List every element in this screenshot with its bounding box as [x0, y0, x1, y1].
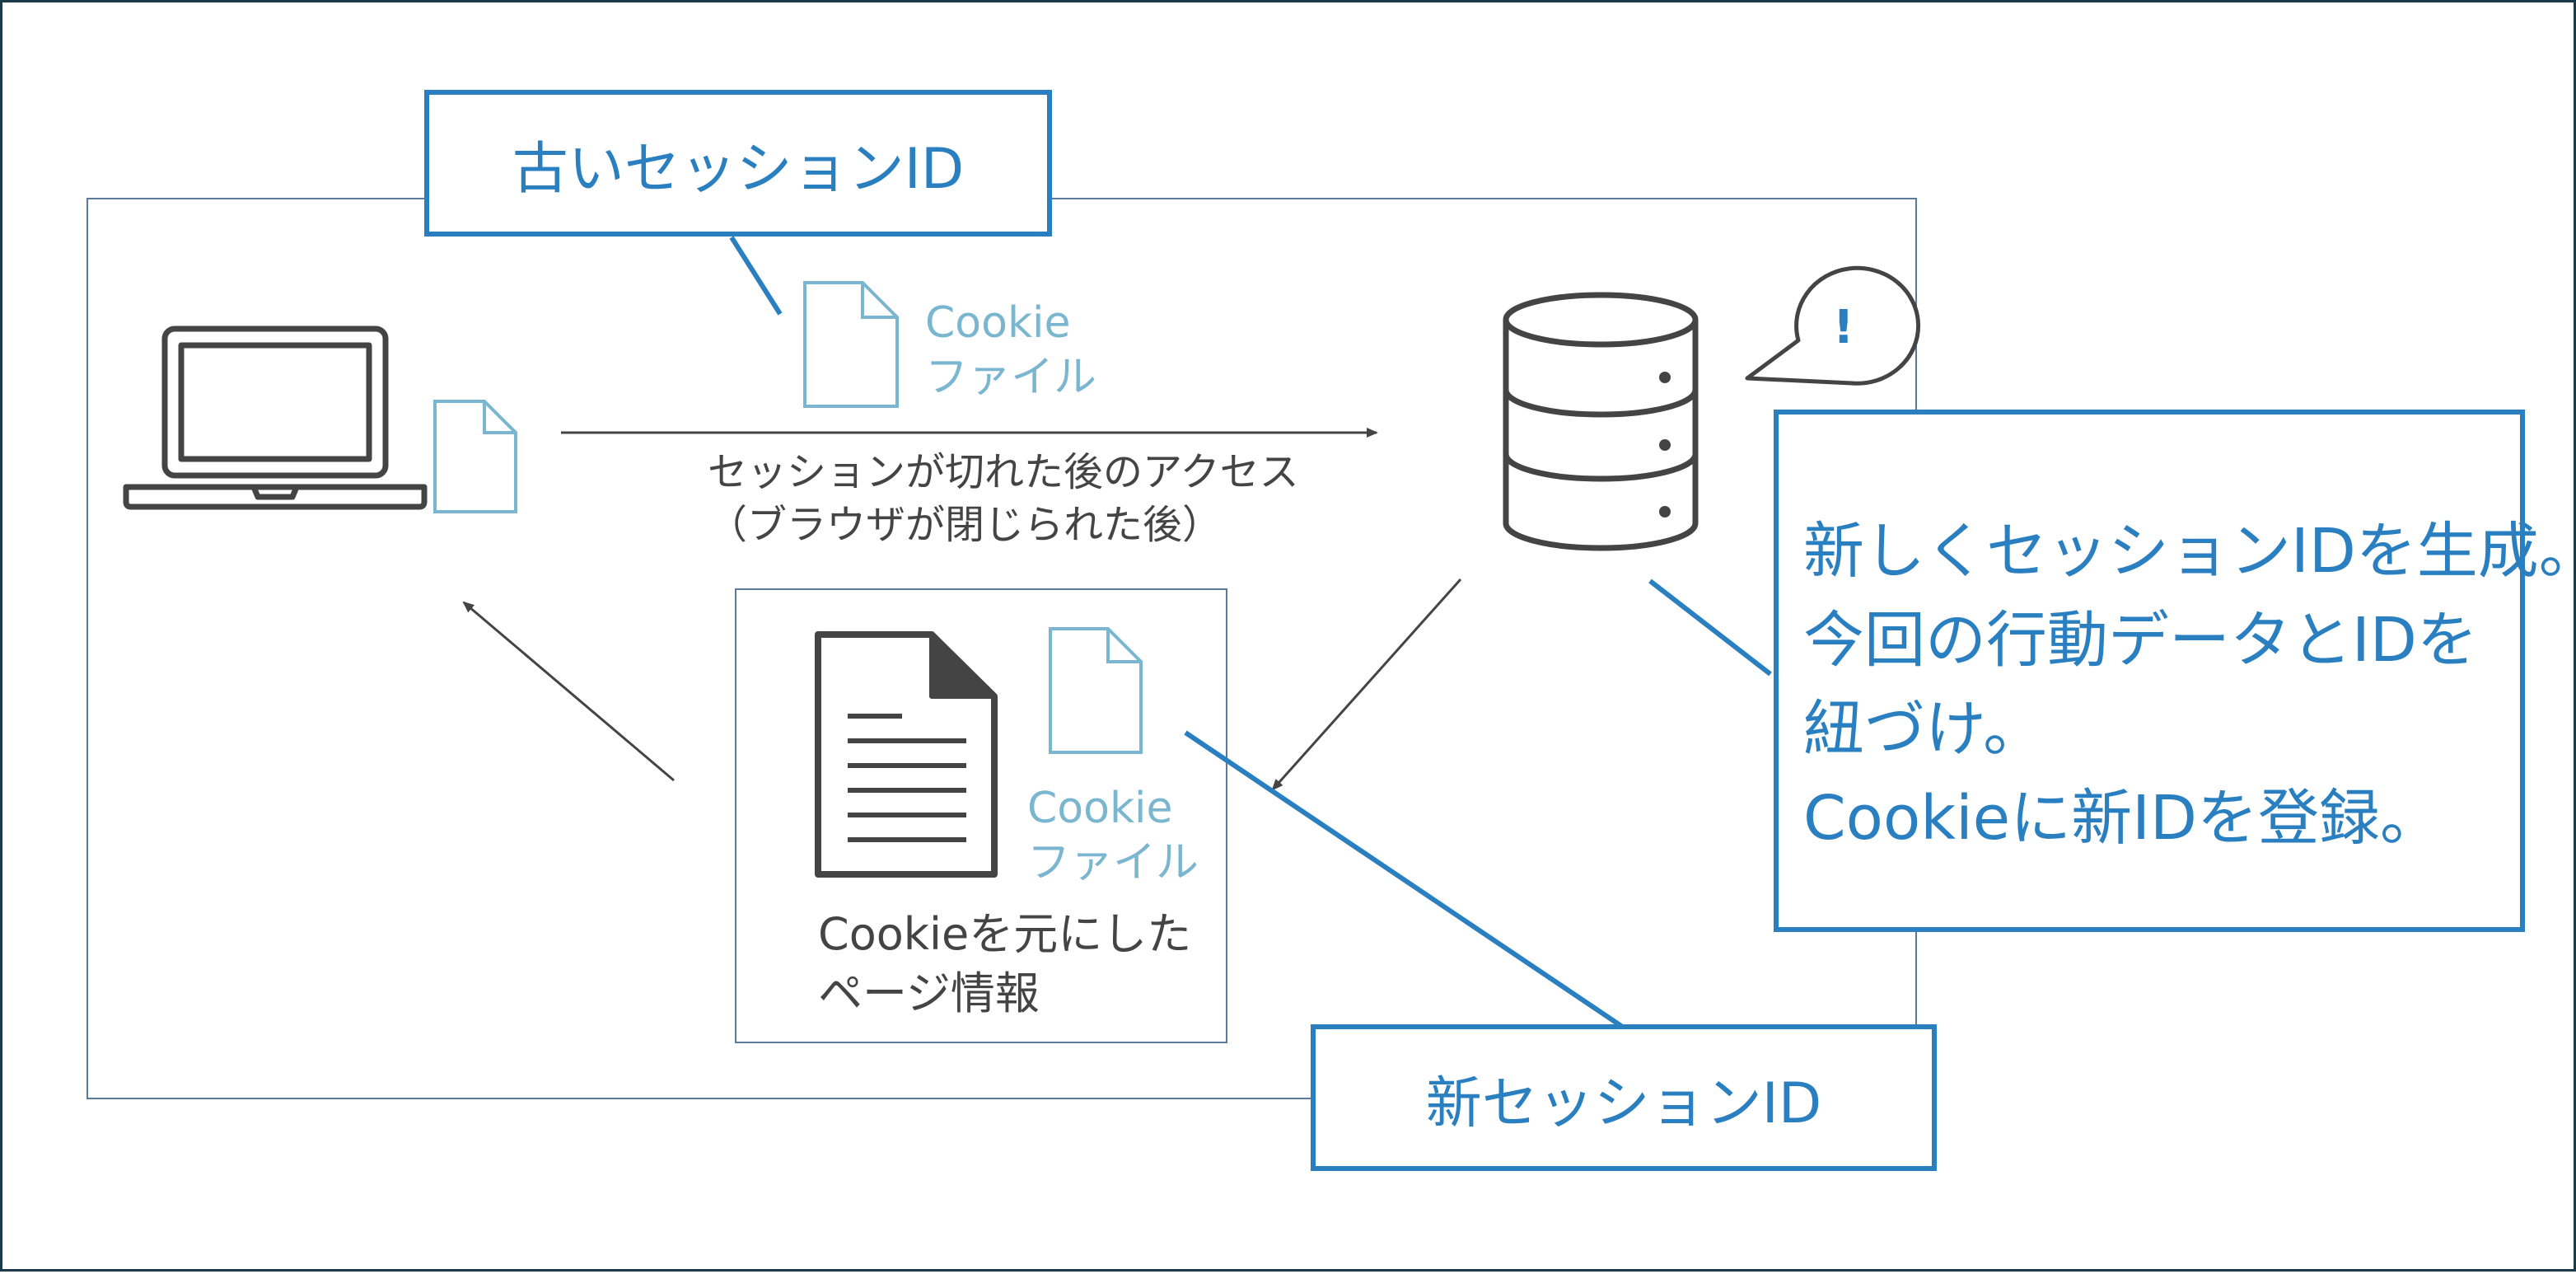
page-return-arrow [462, 601, 675, 782]
cookie-file-label-bottom: Cookie ファイル [1027, 781, 1199, 890]
server-note-line: 今回の行動データとIDを [1803, 605, 2478, 676]
cookie-file-label-top: Cookie ファイル [925, 296, 1096, 405]
cookie-file-icon-laptop [433, 400, 517, 513]
cookie-file-icon-bottom [1049, 627, 1143, 754]
server-note-line: Cookieに新IDを登録。 [1803, 783, 2441, 854]
page-caption-line1: Cookieを元にした [818, 908, 1192, 960]
new-session-label-text: 新セッションID [1425, 1070, 1822, 1136]
page-caption-line2: ページ情報 [818, 967, 1040, 1019]
laptop-icon [123, 326, 428, 510]
old-session-label: 古いセッションID [424, 90, 1052, 237]
server-note-line: 新しくセッションIDを生成。 [1803, 516, 2576, 587]
request-caption: セッションが切れた後のアクセス （ブラウザが閉じられた後） [708, 446, 1299, 551]
request-caption-line1: セッションが切れた後のアクセス [708, 449, 1299, 495]
cookie-file-bottom-line2: ファイル [1027, 838, 1199, 888]
alert-bubble-icon [1745, 265, 1921, 386]
cookie-file-top-line1: Cookie [925, 298, 1071, 348]
page-info-caption: Cookieを元にした ページ情報 [818, 905, 1191, 1023]
request-caption-line2: （ブラウザが閉じられた後） [708, 502, 1223, 548]
cookie-file-icon-top [803, 281, 899, 408]
cookie-file-top-line2: ファイル [925, 353, 1097, 402]
server-note-box: 新しくセッションIDを生成。 今回の行動データとIDを 紐づけ。 Cookieに… [1774, 410, 2576, 932]
old-session-leader [729, 236, 783, 316]
server-note-leader [1648, 578, 1772, 677]
alert-symbol: ! [1833, 301, 1854, 354]
server-response-arrow [1271, 578, 1462, 791]
cookie-file-bottom-line1: Cookie [1027, 784, 1173, 833]
new-session-label: 新セッションID [1311, 1024, 1937, 1171]
page-document-icon [815, 631, 998, 878]
old-session-label-text: 古いセッションID [512, 136, 965, 202]
server-note-line: 紐づけ。 [1803, 694, 2045, 765]
new-session-leader [1184, 730, 1623, 1028]
database-icon [1503, 292, 1699, 551]
